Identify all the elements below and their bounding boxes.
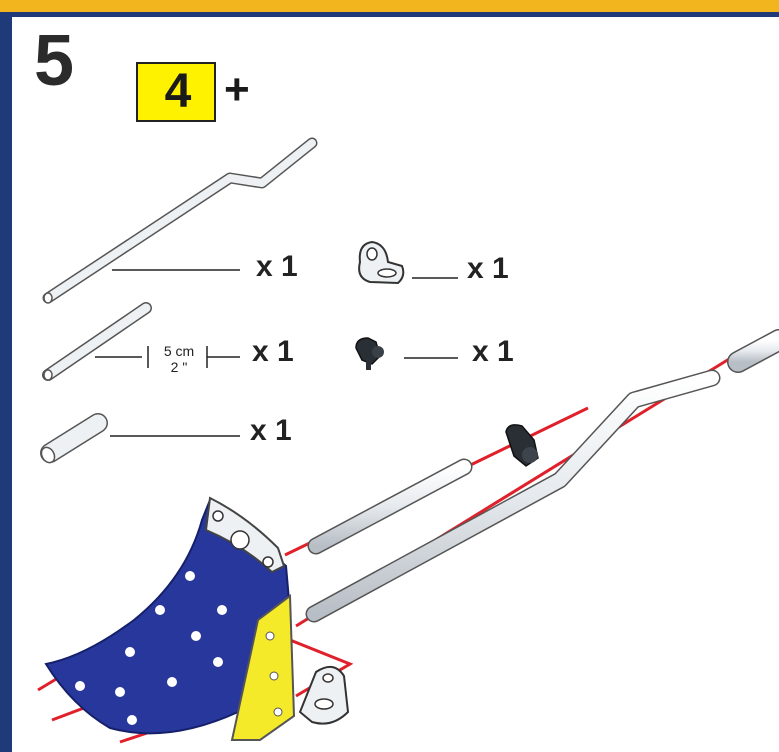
length-imperial: 2 " xyxy=(156,360,202,374)
bent-rod-quantity: x 1 xyxy=(256,252,298,282)
assembled-bent-rod xyxy=(314,378,712,614)
rod-clip-part xyxy=(356,338,384,370)
assembled-short-rod xyxy=(316,467,464,546)
angle-bracket-quantity: x 1 xyxy=(467,254,509,284)
length-metric: 5 cm xyxy=(156,344,202,358)
assembled-rod-clip xyxy=(506,425,538,466)
tube-sleeve-part xyxy=(39,423,98,465)
short-rod-quantity: x 1 xyxy=(252,337,294,367)
tube-sleeve-quantity: x 1 xyxy=(250,416,292,446)
angle-bracket-part xyxy=(359,242,403,283)
rod-clip-quantity: x 1 xyxy=(472,337,514,367)
assembled-tube-sleeve xyxy=(738,340,779,362)
short-rod-part xyxy=(44,308,146,380)
assembled-angle-bracket xyxy=(300,667,348,724)
